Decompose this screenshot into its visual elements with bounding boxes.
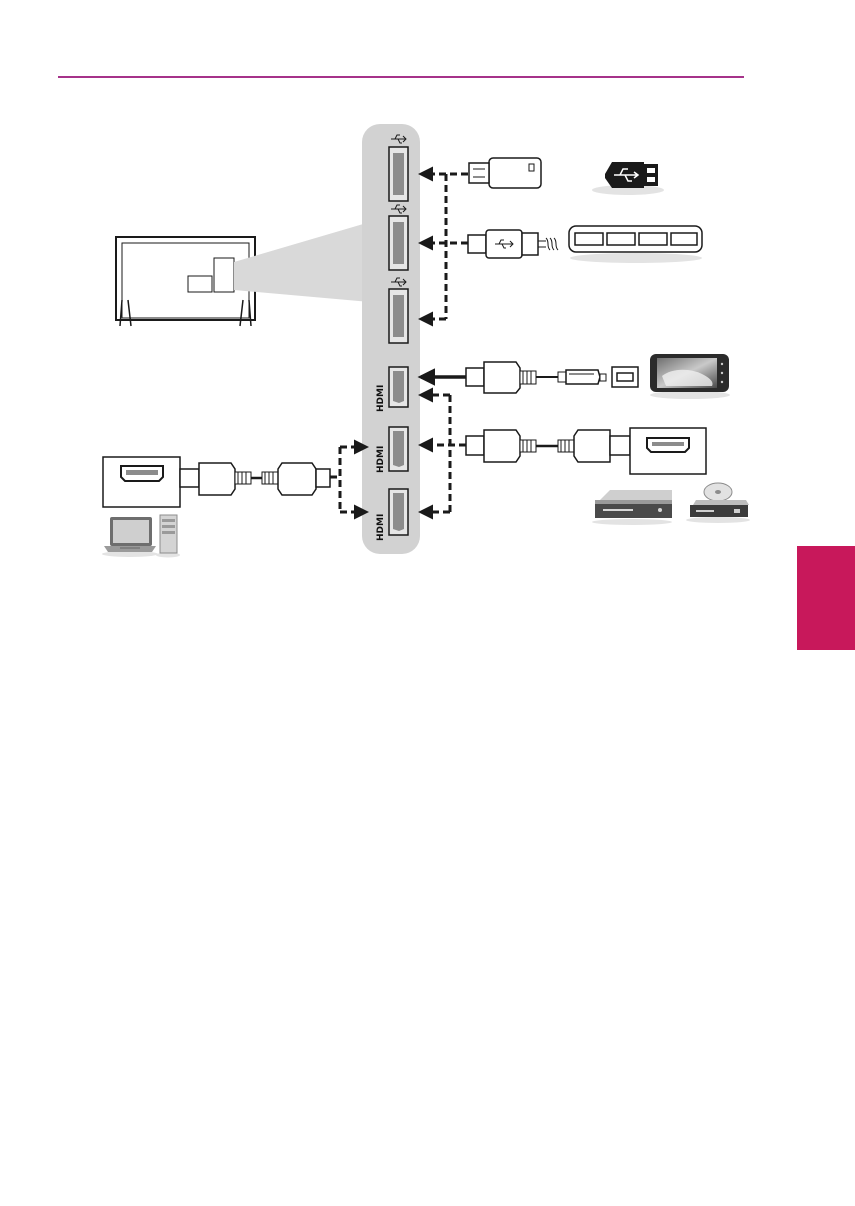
usb-port xyxy=(389,216,408,270)
hdmi-cable-icon xyxy=(180,463,330,495)
hdmi-port-box-icon xyxy=(103,457,180,507)
usb-cable-plug-icon xyxy=(468,230,558,258)
hdmi-port-label: HDMI xyxy=(376,385,386,412)
hdmi-port-box-icon xyxy=(630,428,706,474)
hdmi-port-label: HDMI xyxy=(376,514,386,541)
usb-port xyxy=(389,289,408,343)
hdmi-cable-icon xyxy=(466,430,630,462)
hdmi-port xyxy=(389,367,408,407)
hdmi-port xyxy=(389,489,408,535)
disc-player-icon xyxy=(686,483,750,523)
usb-flash-drive-icon xyxy=(469,158,541,188)
laptop-icon xyxy=(102,517,158,557)
smartphone-icon xyxy=(650,354,730,399)
zoom-highlight xyxy=(234,222,370,302)
usb-port xyxy=(389,147,408,201)
hdmi-port-label: HDMI xyxy=(376,446,386,473)
dvd-player-icon xyxy=(592,490,672,525)
usb-flash-drive-icon xyxy=(592,162,664,195)
desktop-tower-icon xyxy=(156,515,180,558)
mhl-cable-icon xyxy=(466,362,606,393)
micro-usb-port-icon xyxy=(612,367,638,387)
usb-hub-icon xyxy=(569,226,702,263)
hdmi-port xyxy=(389,427,408,471)
